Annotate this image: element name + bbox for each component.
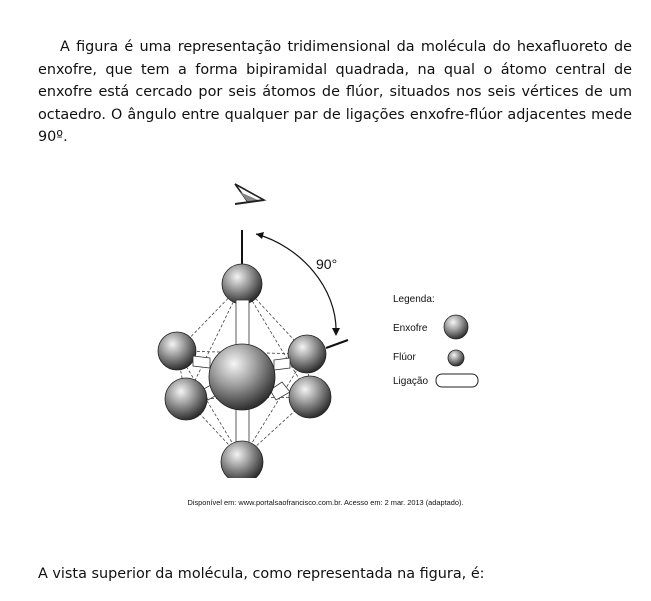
fluorine-atom-top (221, 263, 263, 305)
figure-source: Disponível em: www.portalsaofrancisco.co… (187, 498, 464, 507)
question-text: A vista superior da molécula, como repre… (38, 566, 485, 582)
legend-title: Legenda: (393, 294, 435, 305)
fluorine-atom-back-right (287, 334, 327, 374)
legend-swatch-sulfur (443, 314, 469, 340)
bond-back-right (273, 357, 291, 371)
legend-label-fluorine: Flúor (393, 352, 416, 363)
molecule-figure: 90° (140, 178, 500, 484)
side-axis-line (325, 339, 349, 349)
sulfur-atom (208, 343, 276, 411)
fluorine-atom-bottom (220, 440, 264, 484)
angle-arrow-top (256, 232, 264, 239)
legend-swatch-fluorine (447, 349, 465, 367)
bond-back-left (192, 355, 211, 369)
legend: Legenda: Enxofre Flúor Ligação (393, 294, 479, 388)
bond-top (235, 299, 250, 351)
legend-swatch-bond (435, 373, 479, 388)
angle-arc (255, 233, 337, 335)
fluorine-atom-front-right (288, 375, 332, 419)
legend-label-bond: Ligação (393, 376, 428, 387)
angle-label: 90° (316, 256, 337, 272)
fluorine-atom-front-left (164, 377, 208, 421)
intro-paragraph: A figura é uma representação tridimensio… (38, 36, 632, 149)
intro-paragraph-text: A figura é uma representação tridimensio… (38, 39, 632, 145)
eye-icon (234, 183, 267, 205)
fluorine-atom-back-left (157, 331, 197, 371)
molecule-diagram: 90° (157, 183, 479, 484)
angle-arrow-bottom (332, 328, 340, 336)
legend-label-sulfur: Enxofre (393, 323, 428, 334)
